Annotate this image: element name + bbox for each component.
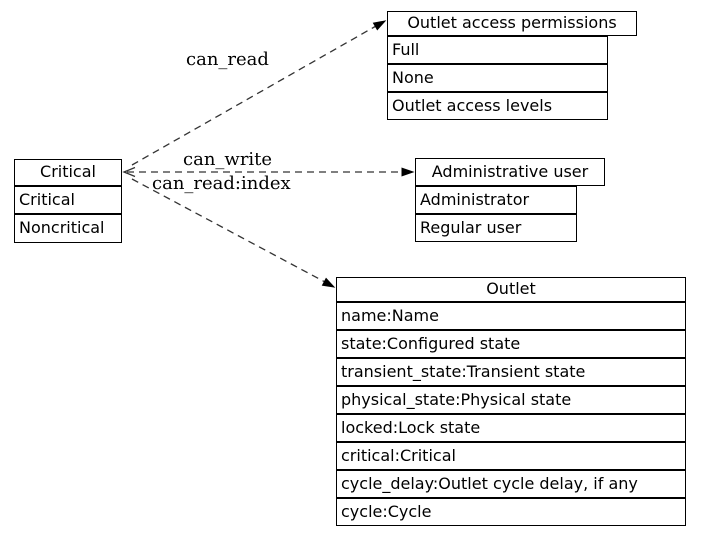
node-critical-row: Critical bbox=[14, 186, 122, 214]
node-outlet-access-permissions-row: None bbox=[387, 64, 608, 92]
node-outlet-access-permissions-row: Full bbox=[387, 36, 608, 64]
node-outlet-row: locked:Lock state bbox=[336, 414, 686, 442]
edge-label-can-write: can_write bbox=[183, 149, 273, 170]
node-outlet-row: critical:Critical bbox=[336, 442, 686, 470]
node-critical-row: Noncritical bbox=[14, 214, 122, 243]
node-outlet-access-permissions-title: Outlet access permissions bbox=[387, 11, 637, 36]
edge-can-read bbox=[131, 20, 387, 166]
node-outlet-access-permissions-row: Outlet access levels bbox=[387, 92, 608, 120]
arrowhead-to-critical bbox=[122, 166, 136, 178]
node-administrative-user-row: Administrator bbox=[415, 186, 577, 214]
arrowhead-to-admin-user bbox=[401, 167, 415, 177]
node-outlet-row: physical_state:Physical state bbox=[336, 386, 686, 414]
node-administrative-user-row: Regular user bbox=[415, 214, 577, 242]
node-outlet-row: name:Name bbox=[336, 302, 686, 330]
node-outlet-row: transient_state:Transient state bbox=[336, 358, 686, 386]
edge-label-can-read-index: can_read:index bbox=[152, 173, 291, 194]
node-outlet-row: cycle_delay:Outlet cycle delay, if any bbox=[336, 470, 686, 498]
node-critical-title: Critical bbox=[14, 159, 122, 186]
node-administrative-user-title: Administrative user bbox=[415, 158, 605, 186]
node-outlet-title: Outlet bbox=[336, 277, 686, 302]
edge-to-outlet bbox=[131, 178, 336, 288]
arrowhead-to-outlet bbox=[321, 277, 336, 288]
edge-label-can-read: can_read bbox=[186, 49, 269, 70]
arrowhead-can-read bbox=[372, 20, 387, 31]
node-outlet-row: cycle:Cycle bbox=[336, 498, 686, 526]
node-outlet-row: state:Configured state bbox=[336, 330, 686, 358]
